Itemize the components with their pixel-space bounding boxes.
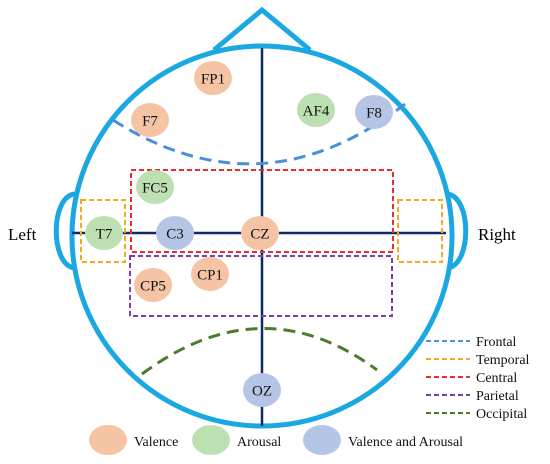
electrode-marker (355, 95, 393, 129)
electrode-label: AF4 (303, 104, 330, 120)
legend-item-frontal: Frontal (426, 335, 517, 350)
electrode-marker (191, 257, 229, 291)
legend-label: Valence (134, 435, 178, 450)
parietal-region-box (129, 255, 393, 317)
electrode-label: F7 (142, 114, 158, 130)
legend-label: Arousal (237, 435, 281, 450)
electrode-cp5: CP5 (134, 268, 172, 302)
left-label: Left (8, 225, 37, 244)
nose (212, 6, 312, 52)
electrode-fc5: FC5 (136, 170, 174, 204)
legend-swatch (89, 425, 127, 455)
electrode-oz: OZ (243, 373, 281, 407)
electrode-f8: F8 (355, 95, 393, 129)
electrode-marker (156, 216, 194, 250)
legend-item-occipital: Occipital (426, 407, 527, 422)
legend-label: Frontal (476, 335, 517, 350)
temporal-region-box-right (397, 199, 443, 263)
legend-item-arousal: Arousal (192, 425, 281, 455)
occipital-region-arc (141, 327, 378, 376)
electrode-marker (85, 216, 123, 250)
legend-item-temporal: Temporal (426, 353, 530, 368)
right-label: Right (478, 225, 516, 244)
electrode-marker (134, 268, 172, 302)
legend-swatch (303, 425, 341, 455)
electrode-label: CP1 (197, 268, 223, 284)
electrode-marker (131, 103, 169, 137)
legend-item-valence: Valence (89, 425, 178, 455)
legend-label: Valence and Arousal (348, 435, 463, 450)
legend-label: Central (476, 371, 517, 386)
electrode-label: FC5 (142, 181, 168, 197)
electrode-fp1: FP1 (194, 61, 232, 95)
temporal-region-box-left (80, 199, 126, 263)
legend-label: Occipital (476, 407, 527, 422)
legend-item-both: Valence and Arousal (303, 425, 463, 455)
legend-label: Temporal (476, 353, 530, 368)
electrode-label: CZ (250, 227, 269, 243)
legend-item-central: Central (426, 371, 517, 386)
legend-label: Parietal (476, 389, 519, 404)
electrode-marker (243, 373, 281, 407)
electrode-label: OZ (252, 384, 272, 400)
central-region-box (130, 169, 394, 253)
electrode-label: FP1 (201, 72, 225, 88)
electrode-label: CP5 (140, 279, 166, 295)
legend-swatch (192, 425, 230, 455)
right-ear (446, 191, 469, 271)
electrode-t7: T7 (85, 216, 123, 250)
legend-item-parietal: Parietal (426, 389, 519, 404)
category-legend: Valence Arousal Valence and Arousal (89, 425, 463, 455)
electrode-f7: F7 (131, 103, 169, 137)
electrode-marker (297, 93, 335, 127)
electrode-label: F8 (366, 106, 382, 122)
electrode-cz: CZ (241, 216, 279, 250)
electrode-marker (194, 61, 232, 95)
electrode-marker (241, 216, 279, 250)
electrode-label: C3 (166, 227, 184, 243)
electrode-c3: C3 (156, 216, 194, 250)
electrode-label: T7 (96, 227, 113, 243)
left-ear (53, 191, 76, 271)
electrode-af4: AF4 (297, 93, 335, 127)
electrode-cp1: CP1 (191, 257, 229, 291)
electrode-marker (136, 170, 174, 204)
frontal-region-arc (112, 102, 406, 166)
